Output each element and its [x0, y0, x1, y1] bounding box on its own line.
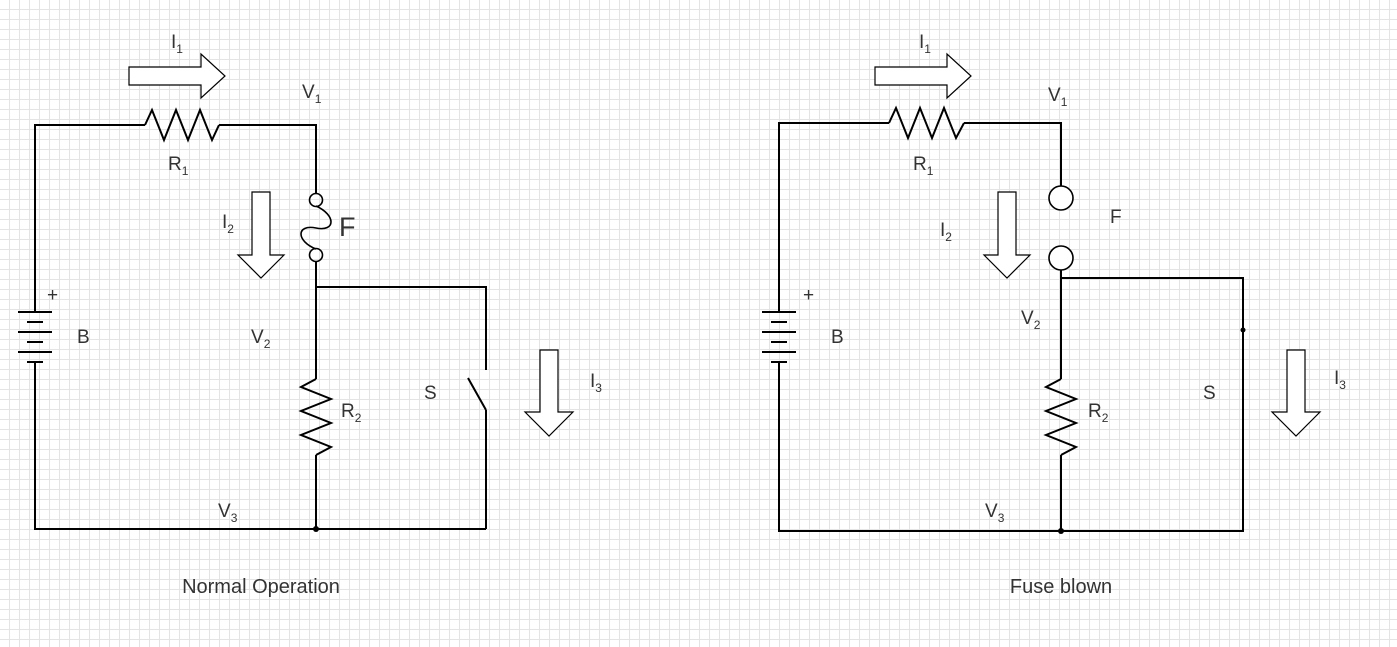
junction-dot [1058, 528, 1064, 534]
current-arrow-i1 [128, 52, 226, 100]
label-v3: V3 [218, 501, 238, 525]
label-v2: V2 [1021, 308, 1041, 332]
wire-top-left [778, 122, 889, 305]
current-arrow-i3 [523, 349, 575, 437]
wire-node-v2-to-switch [1061, 277, 1244, 529]
current-arrow-i2 [236, 191, 286, 279]
resistor-r2 [1043, 378, 1079, 456]
switch-s-blade [467, 377, 487, 411]
panel-normal-operation: I1 V1 R1 I2 F + B V2 R2 S I3 V3 Normal O… [18, 32, 602, 598]
label-v3: V3 [985, 501, 1005, 525]
circuit-wires [778, 122, 1244, 532]
panel-fuse-blown: I1 V1 R1 I2 F + B V2 R2 S I3 V3 Fuse blo… [762, 32, 1346, 598]
label-r1: R1 [168, 154, 189, 178]
label-i2: I2 [222, 212, 234, 236]
label-fuse-f: F [339, 212, 356, 242]
battery-b [762, 305, 796, 372]
label-switch-s: S [1203, 383, 1216, 404]
label-v1: V1 [302, 82, 322, 106]
label-r2: R2 [341, 401, 362, 425]
label-v1: V1 [1048, 85, 1068, 109]
resistor-r1 [888, 105, 965, 141]
switch-s-closed-dot [1240, 327, 1246, 333]
label-i1: I1 [919, 32, 931, 56]
junction-dot [313, 526, 319, 532]
label-fuse-f: F [1110, 207, 1122, 228]
circuit-wires [34, 124, 487, 530]
fuse-blown [1048, 185, 1074, 271]
label-r1: R1 [913, 154, 934, 178]
resistor-r2 [298, 378, 334, 456]
label-v2: V2 [251, 327, 271, 351]
label-battery-plus: + [47, 285, 58, 306]
label-r2: R2 [1088, 401, 1109, 425]
caption-fuse-blown: Fuse blown [1010, 576, 1112, 598]
label-battery-b: B [77, 327, 90, 348]
current-arrow-i1 [874, 52, 972, 100]
fuse-intact [300, 192, 332, 263]
wire-top-right [219, 124, 317, 193]
caption-normal-operation: Normal Operation [182, 576, 340, 598]
wire-node-v2-to-switch [316, 286, 487, 370]
current-arrow-i2 [982, 191, 1032, 279]
label-i3: I3 [590, 371, 602, 395]
label-battery-plus: + [803, 285, 814, 306]
battery-b [18, 305, 52, 372]
label-i2: I2 [940, 220, 952, 244]
label-i1: I1 [171, 32, 183, 56]
wire-bottom [778, 372, 1244, 532]
label-battery-b: B [831, 327, 844, 348]
wire-top-left [34, 124, 145, 305]
wire-bottom [34, 372, 486, 530]
label-switch-s: S [424, 383, 437, 404]
wire-top-right [964, 122, 1062, 186]
resistor-r1 [144, 107, 220, 143]
label-i3: I3 [1334, 368, 1346, 392]
current-arrow-i3 [1270, 349, 1322, 437]
